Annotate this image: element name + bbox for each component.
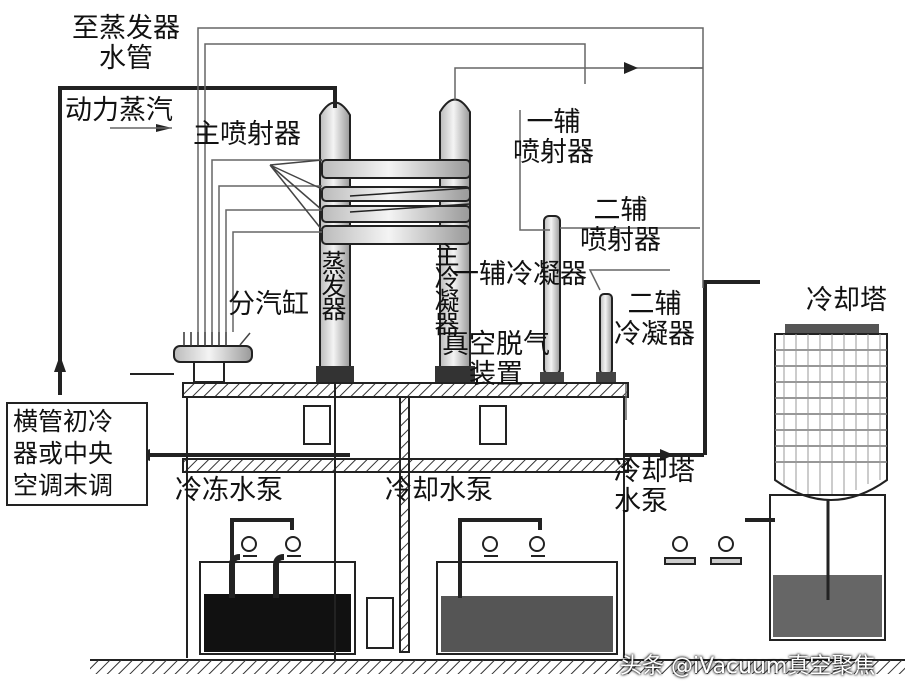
label-steam-header: 分汽缸 [228, 289, 309, 320]
label-second-aux-ejector-line2: 喷射器 [580, 225, 661, 256]
main-ejector-pipes [321, 159, 471, 245]
label-to-evaporator-line2: 水管 [99, 43, 153, 74]
cooling-tower-pumps [664, 536, 742, 565]
label-cooling-tower: 冷却塔 [806, 285, 887, 316]
label-main-ejector: 主喷射器 [193, 119, 301, 150]
thin-piping [197, 27, 704, 420]
end-units-line1: 横管初冷 [13, 407, 114, 436]
label-to-evaporator-tube: 至蒸发器 水管 [72, 14, 180, 74]
second-aux-condenser-unit [596, 293, 616, 382]
label-cooling-tower-pump: 冷却塔 水泵 [614, 457, 695, 517]
label-first-aux-ejector-line1: 一辅 [526, 107, 581, 138]
chilled-water-pumps [229, 536, 301, 598]
end-units-line2: 器或中央 [13, 439, 114, 468]
cooling-tower-drawing [769, 324, 888, 641]
watermark: 头条 @iVacuum真空聚焦 [620, 654, 876, 679]
steam-header-drawing [130, 332, 253, 383]
label-motive-steam: 动力蒸汽 [65, 95, 173, 126]
main-ejector-leaders [269, 159, 323, 231]
vacuum-deaeration-unit [540, 215, 564, 382]
cooling-water-tank [436, 561, 618, 655]
label-second-aux-condenser: 二辅 冷凝器 [614, 290, 695, 350]
label-vacuum-deaeration-line1: 真空脱气 [442, 329, 550, 360]
end-units-box: 横管初冷 器或中央 空调末调 [6, 402, 148, 506]
label-second-aux-condenser-line2: 冷凝器 [614, 319, 695, 350]
label-cooling-tower-pump-line2: 水泵 [614, 486, 668, 517]
end-units-line3: 空调末调 [13, 471, 114, 500]
label-chilled-water-pump: 冷冻水泵 [175, 475, 283, 506]
label-cooling-tower-pump-line1: 冷却塔 [614, 456, 695, 487]
ground [90, 659, 905, 674]
label-evaporator: 蒸发器 [318, 250, 347, 319]
label-first-aux-condenser: 一辅冷凝器 [452, 259, 587, 290]
label-first-aux-ejector: 一辅 喷射器 [513, 108, 594, 168]
label-vacuum-deaeration: 真空脱气 装置 [442, 330, 550, 390]
building [182, 382, 629, 658]
label-to-evaporator-line1: 至蒸发器 [72, 13, 180, 44]
cooling-water-pumps [482, 536, 545, 557]
label-second-aux-ejector: 二辅 喷射器 [580, 196, 661, 256]
label-main-condenser: 主冷凝器 [431, 242, 460, 334]
label-second-aux-condenser-line1: 二辅 [627, 289, 682, 320]
label-cooling-water-pump: 冷却水泵 [385, 475, 493, 506]
label-vacuum-deaeration-line2: 装置 [469, 359, 523, 390]
label-second-aux-ejector-line1: 二辅 [593, 195, 648, 226]
chilled-water-tank [199, 561, 356, 655]
label-first-aux-ejector-line2: 喷射器 [513, 137, 594, 168]
header-leader [239, 332, 251, 346]
